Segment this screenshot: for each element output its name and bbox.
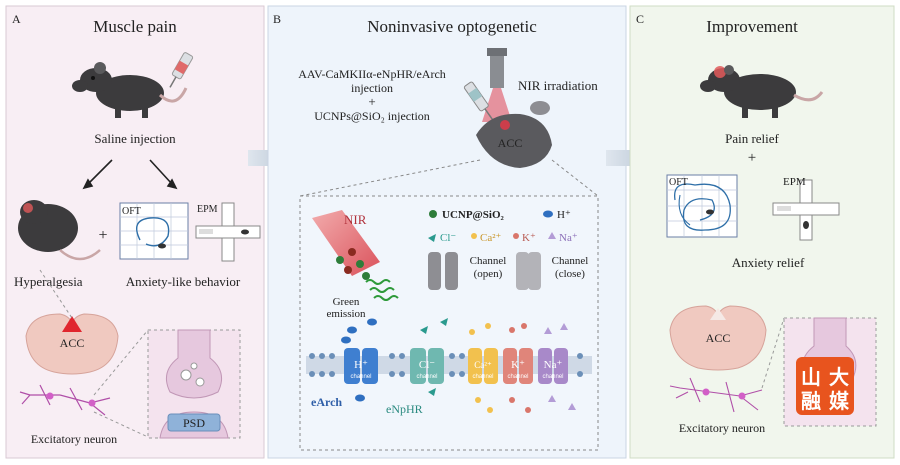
panel-a-letter: A	[12, 12, 21, 26]
oft-box-a	[119, 202, 189, 260]
panel-c-letter: C	[636, 12, 644, 26]
acc-label-a: ACC	[60, 336, 85, 350]
injection-plus: +	[368, 94, 375, 109]
nir-label: NIR	[344, 212, 367, 227]
epm-label-a: EPM	[197, 204, 218, 215]
legend-k: K⁺	[522, 232, 536, 244]
brain-slice-a	[25, 313, 119, 375]
k-channel-word: channel	[507, 374, 528, 380]
ca-channel-ion: Ca²⁺	[474, 360, 492, 370]
neuron-label-c: Excitatory neuron	[679, 421, 765, 435]
neuron-label-a: Excitatory neuron	[31, 432, 117, 446]
nir-laser-illustration	[482, 48, 512, 122]
watermark-char-4: 媒	[829, 390, 850, 413]
watermark-char-3: 融	[801, 390, 821, 413]
excitatory-neuron-a	[19, 384, 111, 416]
legend-close-2: (close)	[555, 268, 585, 280]
na-channel	[538, 348, 568, 384]
k-channel-ion: K⁺	[511, 359, 525, 371]
zoom-connectors-a	[39, 269, 149, 438]
legend-ca-marker	[471, 233, 477, 239]
panel-a-title: Muscle pain	[93, 17, 177, 36]
anxiety-label-a: Anxiety-like behavior	[126, 274, 241, 289]
h-channel-ion: H⁺	[354, 359, 368, 371]
epm-maze-c	[772, 179, 840, 241]
green-emission-2: emission	[326, 308, 366, 320]
ions-scatter	[341, 318, 576, 413]
legend-h-marker	[543, 210, 553, 218]
legend: UCNP@SiO₂ H⁺ Cl⁻ Ca²⁺ K⁺ Na⁺ Channel (op…	[428, 209, 588, 290]
psd-label: PSD	[183, 416, 205, 430]
green-emission-1: Green	[333, 296, 360, 308]
watermark-char-2: 大	[829, 366, 849, 389]
syringe-icon	[169, 52, 194, 88]
hyperalgesia-mouse-illustration	[18, 200, 101, 261]
legend-ucnp: UCNP@SiO₂	[442, 209, 505, 221]
synapse-box-a	[147, 329, 241, 439]
acc-label-c: ACC	[706, 331, 731, 345]
enphr-label: eNpHR	[386, 402, 423, 416]
legend-open-2: (open)	[474, 268, 503, 280]
channel-open-icon	[428, 252, 458, 290]
watermark-char-1: 山	[801, 366, 821, 389]
plus-a: +	[98, 227, 107, 244]
syringe-icon-b	[463, 81, 494, 121]
cl-channel-word: channel	[416, 374, 437, 380]
mouse-head-illustration	[476, 101, 552, 168]
h-channel	[344, 348, 378, 384]
mouse-saline-illustration	[72, 52, 194, 118]
pain-relief-label: Pain relief	[725, 131, 779, 146]
legend-k-marker	[513, 233, 519, 239]
injection-line-1: AAV-CaMKIIα-eNpHR/eArch	[298, 67, 446, 81]
brain-slice-c	[669, 305, 767, 371]
legend-open-1: Channel	[470, 255, 507, 267]
hyperalgesia-label: Hyperalgesia	[14, 274, 83, 289]
branch-arrows	[82, 159, 178, 190]
zoom-connectors-b	[299, 159, 599, 197]
panel-b-title: Noninvasive optogenetic	[367, 17, 537, 36]
saline-label: Saline injection	[94, 131, 176, 146]
legend-na-marker	[548, 232, 556, 239]
channel-closed-icon	[516, 252, 541, 290]
legend-ca: Ca²⁺	[480, 232, 502, 244]
legend-h: H⁺	[557, 209, 571, 221]
ca-channel-word: channel	[472, 374, 493, 380]
nir-irradiation-label: NIR irradiation	[518, 78, 598, 93]
injection-line-3: UCNPs@SiO₂ injection	[314, 109, 430, 123]
injection-line-2: injection	[351, 81, 393, 95]
nir-beam-illustration	[312, 210, 399, 301]
mouse-relief-illustration	[700, 65, 824, 118]
plus-c: +	[748, 150, 756, 166]
legend-cl-marker	[428, 234, 436, 242]
earch-label: eArch	[311, 395, 342, 409]
legend-ucnp-marker	[429, 210, 437, 218]
excitatory-neuron-c	[669, 377, 763, 413]
oft-label-c: OFT	[669, 177, 688, 188]
na-channel-ion: Na⁺	[544, 359, 563, 371]
epm-label-c: EPM	[783, 176, 806, 188]
anxiety-relief-label: Anxiety relief	[732, 255, 805, 270]
acc-label-b: ACC	[498, 136, 523, 150]
panel-b-letter: B	[273, 12, 281, 26]
legend-close-1: Channel	[552, 255, 589, 267]
panel-c-title: Improvement	[706, 17, 798, 36]
h-channel-word: channel	[350, 374, 371, 380]
legend-na: Na⁺	[559, 232, 578, 244]
na-channel-word: channel	[542, 374, 563, 380]
oft-label-a: OFT	[122, 206, 141, 217]
legend-cl: Cl⁻	[440, 232, 456, 244]
cl-channel	[410, 348, 444, 384]
ca-channel	[468, 348, 498, 384]
k-channel	[503, 348, 533, 384]
epm-maze-a	[195, 202, 261, 262]
watermark-logo: 山 大 融 媒	[796, 357, 854, 415]
cl-channel-ion: Cl⁻	[419, 359, 435, 371]
oft-box-c	[666, 174, 738, 238]
